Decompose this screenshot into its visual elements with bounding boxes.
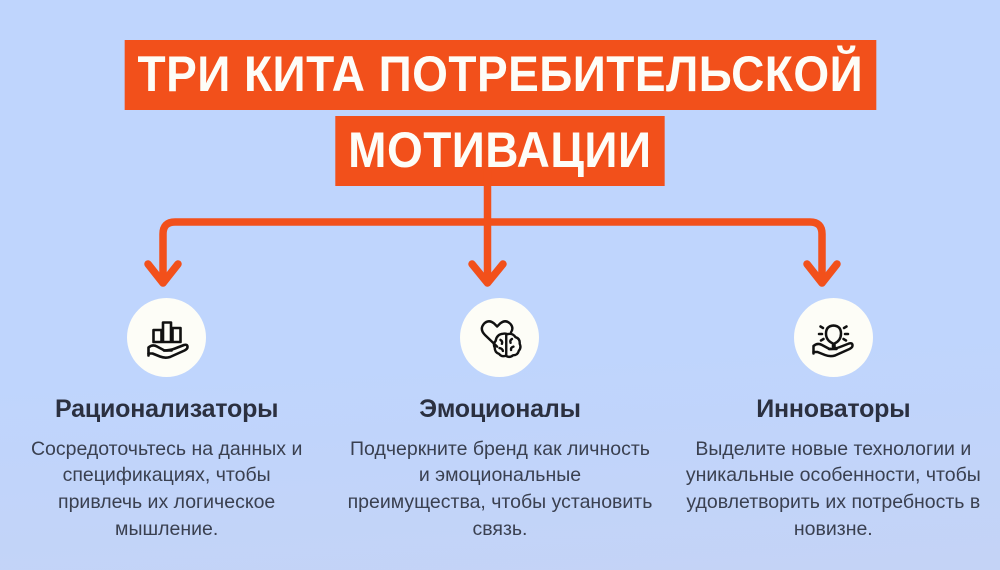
icon-circle-emotionals — [460, 298, 540, 377]
column-body-emotionals: Подчеркните бренд как личность и эмоцион… — [347, 437, 653, 540]
icon-circle-rationalizers — [127, 298, 207, 377]
column-body-rationalizers: Сосредоточьтесь на данных и спецификация… — [30, 437, 303, 540]
page-title: ТРИ КИТА ПОТРЕБИТЕЛЬСКОЙ МОТИВАЦИИ — [0, 40, 1000, 186]
title-line-2-row: МОТИВАЦИИ — [0, 116, 1000, 186]
columns-container: Рационализаторы Сосредоточьтесь на данны… — [0, 298, 1000, 542]
title-line-2: МОТИВАЦИИ — [335, 116, 665, 186]
column-heading-innovators: Инноваторы — [756, 395, 911, 423]
hand-holding-bar-chart-icon — [146, 320, 189, 359]
title-line-1-row: ТРИ КИТА ПОТРЕБИТЕЛЬСКОЙ — [0, 40, 1000, 110]
arrow-head-right — [803, 260, 841, 287]
column-heading-emotionals: Эмоционалы — [419, 395, 581, 423]
column-innovators: Инноваторы Выделите новые технологии и у… — [667, 298, 1000, 542]
column-emotionals: Эмоционалы Подчеркните бренд как личност… — [333, 298, 666, 542]
arrow-head-left — [144, 260, 182, 287]
column-heading-rationalizers: Рационализаторы — [55, 395, 279, 423]
connector-rail — [159, 218, 826, 282]
arrow-head-center — [468, 260, 507, 287]
column-rationalizers: Рационализаторы Сосредоточьтесь на данны… — [0, 298, 333, 542]
hand-holding-lightbulb-icon — [812, 323, 855, 357]
title-line-1: ТРИ КИТА ПОТРЕБИТЕЛЬСКОЙ — [124, 40, 876, 110]
connector-arrows — [144, 168, 841, 287]
heart-and-brain-icon — [480, 319, 522, 358]
icon-circle-innovators — [793, 298, 873, 377]
column-body-innovators: Выделите новые технологии и уникальные о… — [685, 437, 981, 540]
